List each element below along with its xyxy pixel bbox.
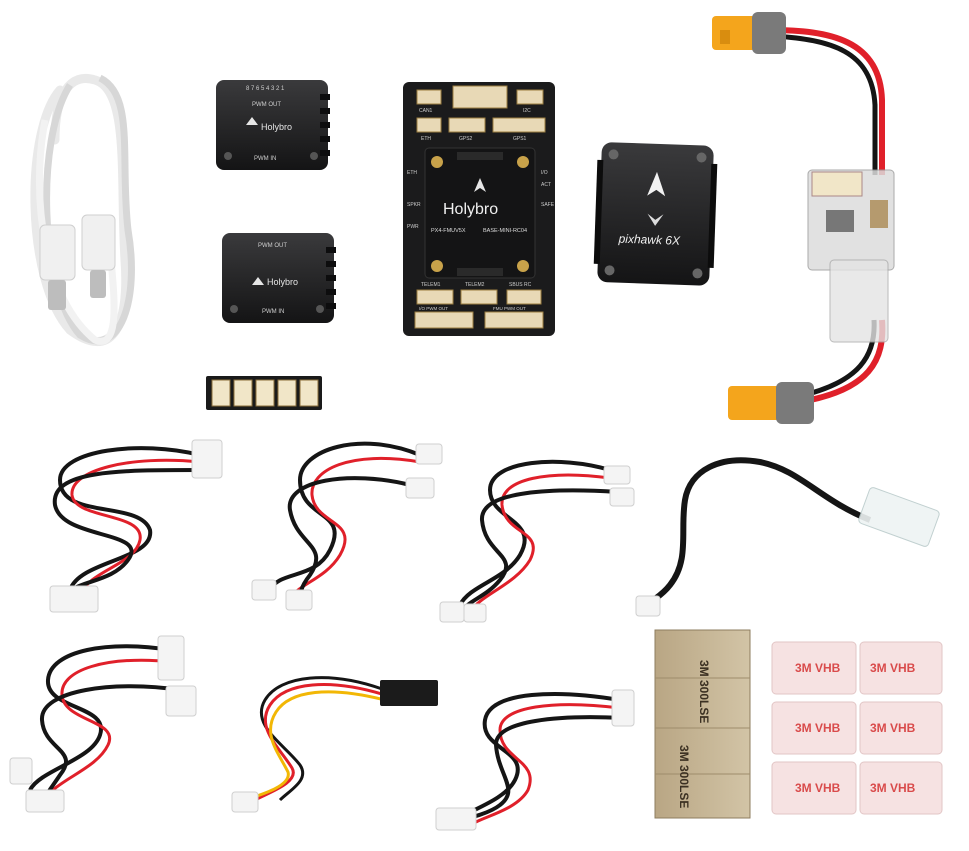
usb-c-plug (39, 224, 76, 281)
rj45-plug (858, 487, 940, 547)
baseboard-model-left: PX4-FMUV5X (431, 228, 466, 234)
port-i2c: I2C (523, 108, 531, 114)
holybro-logo-icon (252, 277, 264, 285)
port-eth: ETH (421, 136, 431, 142)
foam-tape-label: 3M 300LSE (697, 660, 711, 723)
foam-tape-label: 3M 300LSE (677, 745, 691, 808)
port-fmu-pwm: FMU PWM OUT (493, 306, 526, 311)
pwm-in-label: PWM IN (254, 156, 276, 162)
side-label: PWR (407, 224, 419, 230)
vhb-pad (771, 761, 857, 815)
cable-bundle (251, 441, 443, 611)
baseboard: CAN1 I2C ETH GPS2 GPS1 ETH I/O SPKR ACT … (403, 82, 555, 336)
holybro-logo-icon (246, 117, 258, 125)
pixhawk-name: pixhawk 6X (617, 232, 681, 248)
cable-bundle (435, 689, 635, 831)
usb-c-plug (81, 214, 116, 271)
vhb-pad (859, 701, 943, 755)
shield-logo-icon (647, 213, 664, 226)
baseboard-brand: Holybro (443, 201, 498, 218)
cable-bundle (9, 635, 197, 813)
vhb-pad (859, 761, 943, 815)
vhb-label: 3M VHB (795, 721, 841, 735)
port-gps1: GPS1 (513, 136, 527, 142)
pwm-out-label: PWM OUT (252, 102, 281, 108)
vhb-pad (771, 701, 857, 755)
arrow-logo-icon (474, 178, 486, 192)
vhb-pad (859, 641, 943, 695)
jst-port (811, 171, 863, 197)
vhb-label: 3M VHB (870, 781, 916, 795)
vhb-label: 3M VHB (795, 661, 841, 675)
port-io-pwm: I/O PWM OUT (419, 306, 448, 311)
vhb-label: 3M VHB (795, 781, 841, 795)
cable-bundle (49, 439, 223, 613)
servo-cable (231, 676, 438, 813)
vhb-pad-sheet: 3M VHB 3M VHB 3M VHB 3M VHB 3M VHB 3M VH… (770, 640, 943, 820)
ethernet-cable (635, 457, 940, 617)
port-telem2: TELEM2 (465, 282, 485, 288)
pwm-pin-numbers: 8 7 6 5 4 3 2 1 (246, 86, 285, 92)
side-label: SAFE (541, 202, 555, 208)
side-label: ACT (541, 182, 551, 188)
port-can1: CAN1 (419, 108, 433, 114)
side-label: SPKR (407, 202, 421, 208)
cable-bundle (439, 459, 635, 623)
vhb-label: 3M VHB (870, 661, 916, 675)
xt60-connector (728, 386, 780, 420)
servo-plug (380, 680, 438, 706)
connector-strip (206, 376, 322, 410)
pixhawk-arrow-icon (647, 171, 666, 197)
pwm-brand: Holybro (267, 277, 298, 287)
xt60-connector (712, 16, 756, 50)
side-label: ETH (407, 170, 417, 176)
baseboard-model-right: BASE-MINI-RC04 (483, 228, 527, 234)
pwm-module: PWM OUT Holybro PWM IN (222, 233, 336, 323)
power-module (712, 12, 895, 424)
vhb-pad (771, 641, 857, 695)
pwm-module: 8 7 6 5 4 3 2 1 PWM OUT Holybro PWM IN (216, 80, 330, 170)
usb-c-cable (30, 74, 135, 346)
port-sbus: SBUS RC (509, 282, 532, 288)
port-gps2: GPS2 (459, 136, 473, 142)
pwm-brand: Holybro (261, 122, 292, 132)
pwm-out-label: PWM OUT (258, 243, 287, 249)
port-telem1: TELEM1 (421, 282, 441, 288)
foam-tape-stack: 3M 300LSE 3M 300LSE (654, 629, 751, 819)
vhb-label: 3M VHB (870, 721, 916, 735)
pwm-in-label: PWM IN (262, 309, 284, 315)
side-label: I/O (541, 170, 548, 176)
pixhawk-flight-controller: pixhawk 6X (593, 142, 718, 286)
